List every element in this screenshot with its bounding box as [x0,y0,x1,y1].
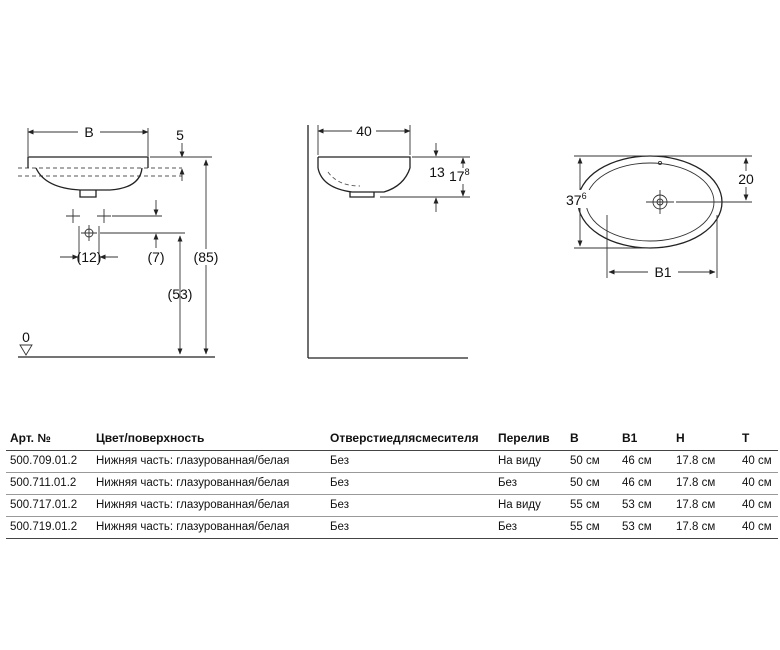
cell-t: 40 см [738,494,778,517]
cell-color: Нижняя часть: глазурованная/белая [92,494,326,517]
cell-color: Нижняя часть: глазурованная/белая [92,472,326,495]
offset-20-label: 20 [738,171,754,187]
height-178-label: 178 [449,167,470,184]
table-row: 500.709.01.2 Нижняя часть: глазурованная… [6,450,778,473]
spec-table: Арт. № Цвет/поверхность Отверстиедлясмес… [6,426,778,539]
cell-mixer-hole: Без [326,516,494,539]
table-header-row: Арт. № Цвет/поверхность Отверстиедлясмес… [6,426,778,451]
col-header-b1: B1 [618,426,672,451]
inner-7-label: (7) [147,249,164,265]
cell-mixer-hole: Без [326,450,494,473]
cell-t: 40 см [738,516,778,539]
cell-b1: 53 см [618,516,672,539]
top-view: 376 20 B1 [563,155,759,280]
total-85-label: (85) [194,249,219,265]
cell-t: 40 см [738,472,778,495]
floor-0-label: 0 [22,329,30,345]
technical-drawing: B 5 (12) (7) 0 (53) (85) [18,122,759,359]
width-b-label: B [84,124,93,140]
cell-mixer-hole: Без [326,494,494,517]
col-header-article: Арт. № [6,426,92,451]
cell-b1: 46 см [618,472,672,495]
rim-5-label: 5 [176,127,184,143]
cell-h: 17.8 см [672,472,738,495]
table-row: 500.717.01.2 Нижняя часть: глазурованная… [6,494,778,517]
depth-40-label: 40 [356,123,372,139]
col-header-b: B [566,426,618,451]
cell-h: 17.8 см [672,450,738,473]
cell-article: 500.711.01.2 [6,472,92,495]
side-view: 40 13 178 [307,122,473,359]
cell-b: 55 см [566,494,618,517]
inner-12-label: (12) [77,249,102,265]
col-header-h: H [672,426,738,451]
cell-h: 17.8 см [672,516,738,539]
width-b1-label: B1 [654,264,671,280]
col-header-mixer-hole: Отверстиедлясмесителя [326,426,494,451]
cell-b: 55 см [566,516,618,539]
col-header-overflow: Перелив [494,426,566,451]
col-header-color: Цвет/поверхность [92,426,326,451]
height-13-label: 13 [429,164,445,180]
table-row: 500.711.01.2 Нижняя часть: глазурованная… [6,472,778,495]
cell-b: 50 см [566,472,618,495]
cell-color: Нижняя часть: глазурованная/белая [92,516,326,539]
cell-overflow: На виду [494,450,566,473]
col-header-t: T [738,426,778,451]
cell-b1: 53 см [618,494,672,517]
floor-53-label: (53) [168,286,193,302]
cell-b: 50 см [566,450,618,473]
cell-h: 17.8 см [672,494,738,517]
cell-color: Нижняя часть: глазурованная/белая [92,450,326,473]
cell-overflow: Без [494,472,566,495]
cell-article: 500.717.01.2 [6,494,92,517]
table-row: 500.719.01.2 Нижняя часть: глазурованная… [6,516,778,539]
cell-t: 40 см [738,450,778,473]
cell-overflow: На виду [494,494,566,517]
cell-b1: 46 см [618,450,672,473]
cell-article: 500.719.01.2 [6,516,92,539]
cell-mixer-hole: Без [326,472,494,495]
depth-376-label: 376 [566,191,587,208]
cell-article: 500.709.01.2 [6,450,92,473]
cell-overflow: Без [494,516,566,539]
front-view: B 5 (12) (7) 0 (53) (85) [18,123,222,358]
